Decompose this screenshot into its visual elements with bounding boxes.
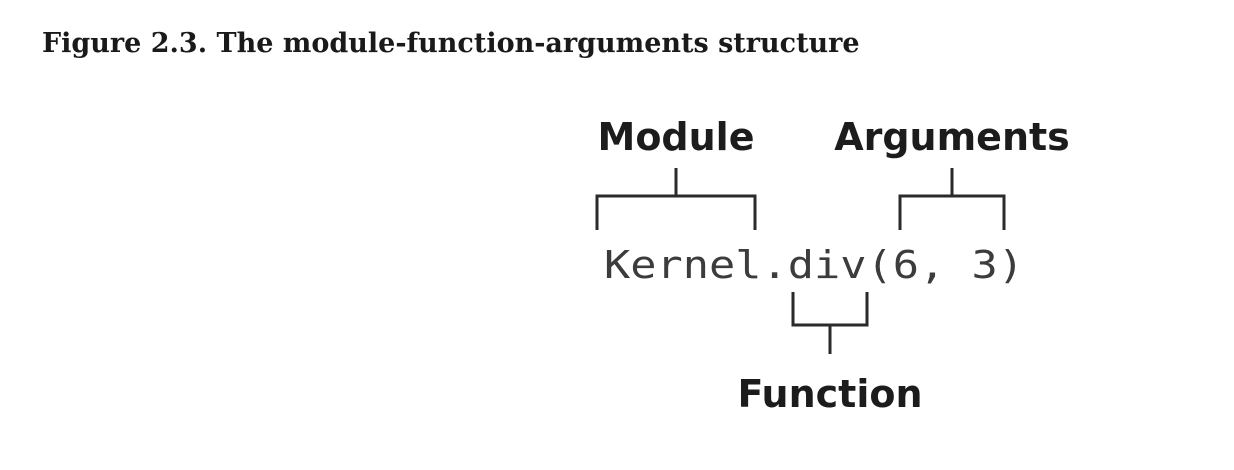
module-label: Module <box>598 115 755 159</box>
function-label: Function <box>737 372 922 416</box>
figure-caption: Figure 2.3. The module-function-argument… <box>42 28 860 59</box>
code-expression: Kernel.div(6, 3) <box>604 243 1024 287</box>
module-bracket <box>595 168 757 230</box>
function-bracket <box>791 292 869 354</box>
arguments-label: Arguments <box>834 115 1070 159</box>
arguments-bracket <box>898 168 1006 230</box>
